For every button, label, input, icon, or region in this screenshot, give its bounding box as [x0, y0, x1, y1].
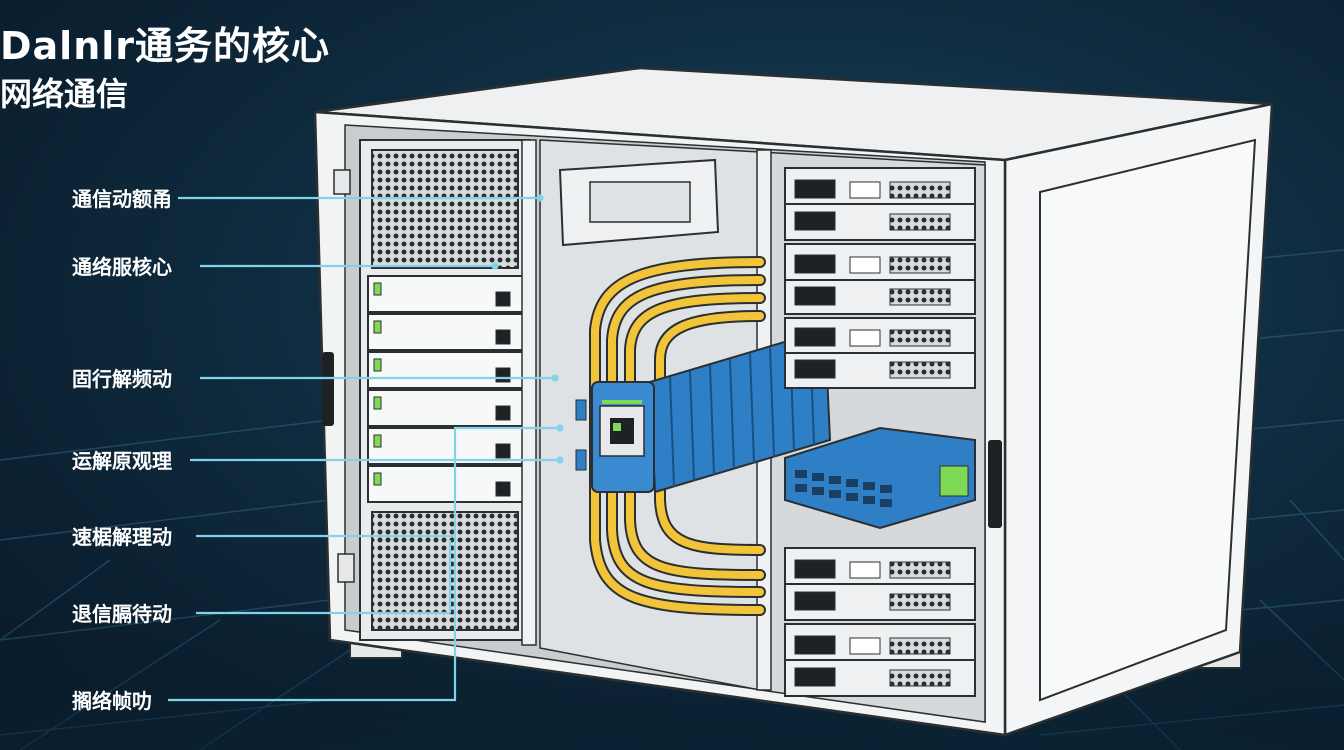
- drive-bays: [367, 275, 524, 503]
- callout-label-4: 运解原观理: [72, 449, 172, 473]
- callout-label-7: 搁络帧叻: [72, 689, 152, 713]
- cabinet-handle-right: [988, 440, 1002, 528]
- rack-servers-lower: [784, 547, 976, 697]
- fan-grille-top: [371, 149, 519, 269]
- callout-label-6: 退信膈待动: [72, 602, 172, 626]
- callout-label-2: 通络服核心: [72, 255, 172, 279]
- access-switch: [784, 426, 976, 530]
- page-subtitle: 网络通信: [0, 75, 129, 113]
- callout-label-5: 速椐解理动: [72, 525, 172, 549]
- callout-label-1: 通信动额甬: [72, 187, 172, 211]
- cabinet-handle-left: [322, 352, 334, 426]
- rack-servers-upper: [784, 167, 976, 389]
- fan-grille-bottom: [371, 511, 519, 631]
- callout-leader-lines: [168, 196, 560, 702]
- callout-label-3: 固行解频动: [72, 367, 172, 391]
- page-title: Dalnlr通务的核心: [0, 24, 331, 68]
